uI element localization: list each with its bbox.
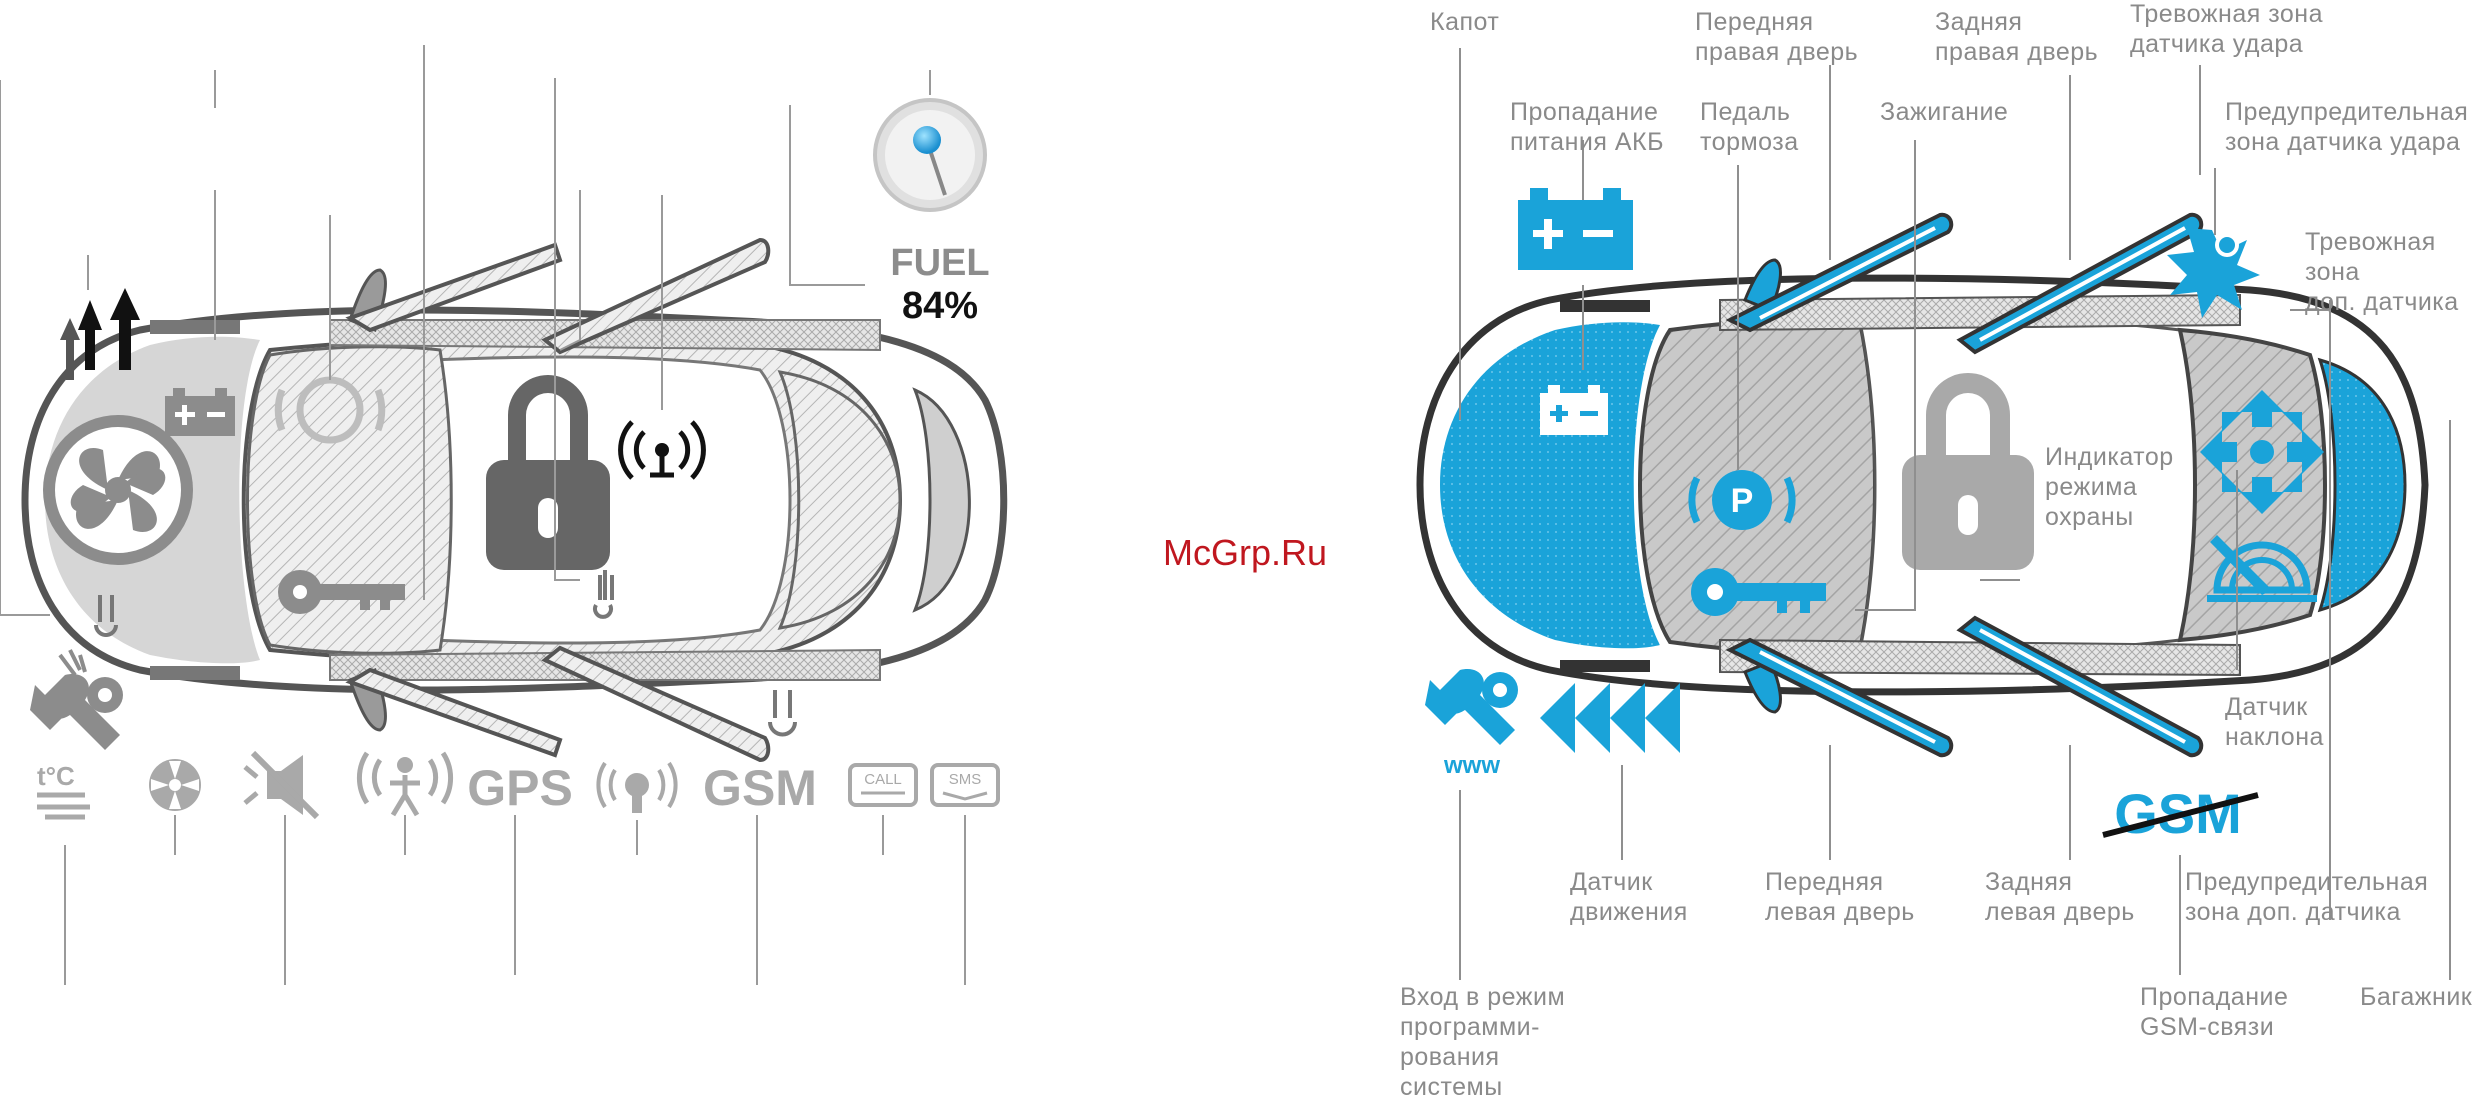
mute-icon	[243, 750, 320, 820]
heat-arrows-icon	[60, 288, 140, 380]
label-extra-warning-zone-2: зона доп. датчика	[2185, 898, 2401, 926]
label-hood: Капот	[1430, 8, 1499, 36]
fuel-label: FUEL	[890, 242, 989, 284]
label-extra-warning-zone-1: Предупредительная	[2185, 868, 2428, 896]
svg-text:P: P	[1731, 482, 1754, 520]
fuel-value: 84%	[902, 285, 978, 327]
label-extra-alarm-zone-1: Тревожная	[2305, 228, 2436, 256]
left-door-front-right-open	[345, 242, 563, 333]
label-front-right-door-2: правая дверь	[1695, 38, 1858, 66]
label-gsm-loss-2: GSM-связи	[2140, 1013, 2274, 1041]
right-door-front-right-open	[1725, 212, 1954, 333]
watermark: McGrp.Ru	[1163, 532, 1327, 573]
label-security-indicator-2: режима	[2045, 473, 2137, 501]
label-program-mode-3: рования	[1400, 1043, 1500, 1071]
fuel-pin-icon	[873, 98, 987, 212]
shock-alarm-icon	[2167, 228, 2260, 318]
label-motion-sensor-2: движения	[1570, 898, 1688, 926]
thermometer-icon	[94, 570, 797, 737]
fan-icon	[43, 415, 193, 565]
left-leader-lines	[0, 45, 966, 985]
label-battery-loss-1: Пропадание	[1510, 98, 1658, 126]
direction-icon	[2200, 390, 2324, 514]
vibration-icon	[596, 761, 678, 813]
lock-icon	[486, 375, 610, 570]
battery-icon	[1540, 385, 1608, 435]
svg-text:CALL: CALL	[864, 771, 902, 788]
lock-icon	[1902, 373, 2034, 570]
label-program-mode-4: системы	[1400, 1073, 1503, 1101]
sms-icon: SMS	[930, 763, 1000, 807]
label-battery-loss-2: питания АКБ	[1510, 128, 1664, 156]
left-door-front-left-open	[345, 667, 563, 758]
label-motion-sensor-1: Датчик	[1570, 868, 1653, 896]
label-brake-pedal-1: Педаль	[1700, 98, 1790, 126]
battery-icon	[165, 388, 235, 436]
label-program-mode-1: Вход в режим	[1400, 983, 1565, 1011]
antenna-icon	[618, 420, 706, 480]
label-ignition: Зажигание	[1880, 98, 2008, 126]
temperature-icon: t°C	[37, 761, 90, 820]
gsm-icon: GSM	[703, 760, 817, 816]
label-shock-warning-zone-2: зона датчика удара	[2225, 128, 2460, 156]
brake-icon: P	[1688, 470, 1796, 530]
service-wrench-icon	[30, 674, 123, 750]
tilt-icon	[2207, 535, 2317, 602]
gsm-crossed-icon: GSM	[2102, 782, 2259, 845]
label-rear-left-door-1: Задняя	[1985, 868, 2072, 896]
right-car-trunk	[2317, 357, 2407, 613]
label-tilt-sensor-1: Датчик	[2225, 693, 2308, 721]
right-labels: Капот Передняя правая дверь Задняя права…	[1400, 0, 2473, 1101]
key-icon	[1691, 568, 1826, 616]
svg-text:t°C: t°C	[37, 761, 75, 791]
label-shock-warning-zone-1: Предупредительная	[2225, 98, 2468, 126]
label-front-left-door-1: Передняя	[1765, 868, 1884, 896]
label-rear-right-door-2: правая дверь	[1935, 38, 2098, 66]
label-shock-alarm-zone-1: Тревожная зона	[2130, 0, 2323, 28]
left-door-rear-left-open	[541, 645, 771, 763]
label-gsm-loss-1: Пропадание	[2140, 983, 2288, 1011]
key-icon	[278, 570, 405, 614]
left-door-rear-right-open	[541, 237, 771, 355]
label-security-indicator-1: Индикатор	[2045, 443, 2174, 471]
label-extra-alarm-zone-2: зона	[2305, 258, 2360, 286]
call-icon: CALL	[848, 763, 918, 807]
label-extra-alarm-zone-3: доп. датчика	[2305, 288, 2459, 316]
motion-arrows-icon	[1540, 683, 1680, 753]
svg-text:SMS: SMS	[949, 771, 982, 788]
label-front-left-door-2: левая дверь	[1765, 898, 1915, 926]
label-front-right-door-1: Передняя	[1695, 8, 1814, 36]
svg-text:www: www	[1443, 752, 1500, 779]
service-wrench-blue-icon: www	[1425, 669, 1518, 779]
label-trunk: Багажник	[2360, 983, 2473, 1011]
battery-large-icon	[1518, 188, 1633, 270]
right-door-front-left-open	[1725, 637, 1954, 758]
label-rear-right-door-1: Задняя	[1935, 8, 2022, 36]
label-brake-pedal-2: тормоза	[1700, 128, 1799, 156]
label-tilt-sensor-2: наклона	[2225, 723, 2324, 751]
label-program-mode-2: программи-	[1400, 1013, 1540, 1041]
label-rear-left-door-2: левая дверь	[1985, 898, 2135, 926]
fan-small-icon	[149, 759, 201, 811]
motion-icon	[356, 751, 454, 817]
label-shock-alarm-zone-2: датчика удара	[2130, 30, 2303, 58]
label-security-indicator-3: охраны	[2045, 503, 2134, 531]
gps-icon: GPS	[467, 760, 573, 816]
right-leader-lines	[1459, 48, 2451, 980]
